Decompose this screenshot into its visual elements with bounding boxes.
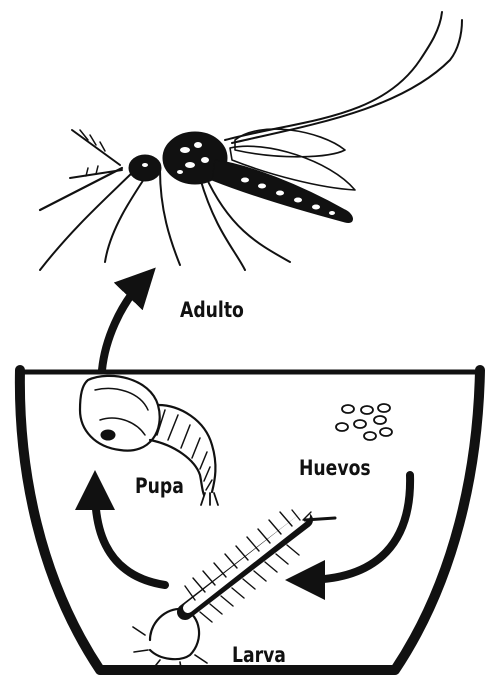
label-eggs: Huevos (299, 458, 371, 479)
label-adult: Adulto (180, 300, 244, 321)
arrow-pupa-to-adult (102, 282, 142, 370)
arrow-larva-to-pupa (95, 490, 165, 585)
label-pupa: Pupa (135, 476, 184, 497)
arrow-eggs-to-larva (305, 475, 410, 580)
eggs-icon (336, 404, 392, 440)
water-container (18, 370, 482, 670)
label-larva: Larva (232, 645, 286, 666)
mosquito-icon (40, 12, 462, 270)
